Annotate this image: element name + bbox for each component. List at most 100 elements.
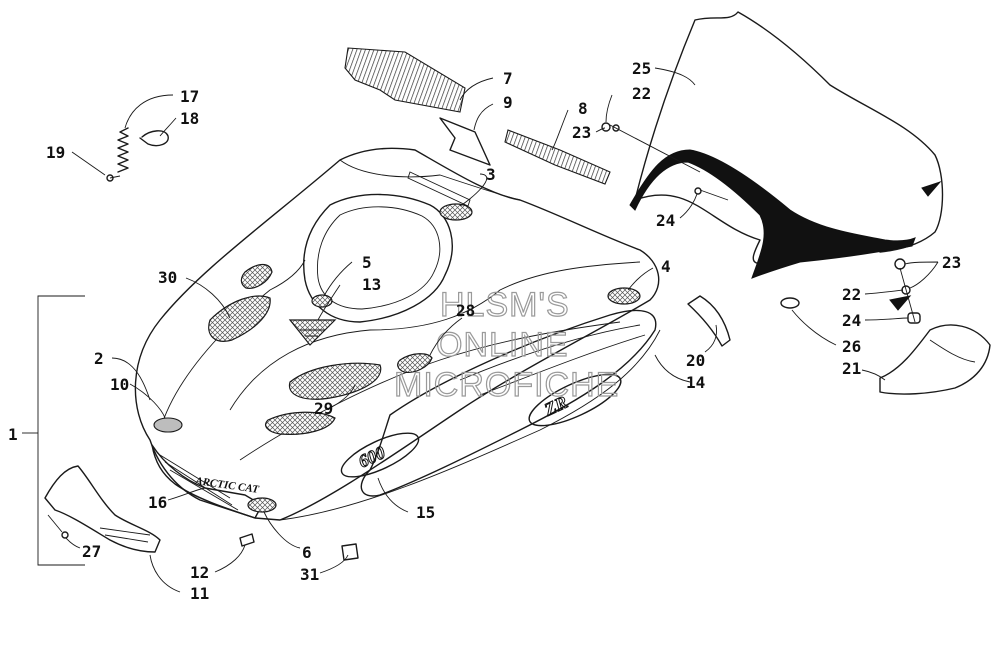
washer-23b bbox=[894, 258, 906, 270]
model-decal-oval bbox=[340, 432, 420, 478]
callout-11: 11 bbox=[190, 584, 209, 603]
callout-30: 30 bbox=[158, 268, 177, 287]
watermark-line-2: ONLINE bbox=[436, 326, 569, 364]
decal-7 bbox=[344, 47, 466, 113]
callout-22a: 22 bbox=[632, 84, 651, 103]
leader-8 bbox=[551, 109, 569, 151]
leader-19 bbox=[71, 151, 106, 176]
brand-decal: ARCTIC CAT bbox=[194, 475, 261, 496]
callout-1: 1 bbox=[8, 425, 18, 444]
screw-shank bbox=[109, 175, 121, 179]
leader-3 bbox=[459, 173, 488, 207]
callouts: 1 2 3 4 5 6 7 8 9 10 11 12 13 14 15 16 1… bbox=[8, 59, 961, 603]
nut-24 bbox=[694, 187, 702, 195]
bracket-1 bbox=[37, 295, 85, 566]
hood-assembly: ARCTIC CAT ZR 600 bbox=[134, 147, 661, 521]
hood-top-slot bbox=[407, 171, 471, 207]
screw-12 bbox=[239, 533, 255, 547]
leader-21 bbox=[861, 369, 886, 381]
side-panel-stripe-2 bbox=[479, 334, 646, 396]
model-decal: 600 bbox=[355, 442, 388, 472]
leader-15 bbox=[377, 477, 409, 513]
callout-8: 8 bbox=[578, 99, 588, 118]
callout-25: 25 bbox=[632, 59, 651, 78]
leader-27 bbox=[65, 537, 81, 549]
watermark-line-1: HLSM'S bbox=[440, 286, 570, 324]
lower-edge-line bbox=[279, 329, 661, 521]
callout-4: 4 bbox=[661, 257, 671, 276]
hood-front-grille bbox=[151, 444, 263, 519]
leader-12 bbox=[214, 544, 246, 573]
leader-9 bbox=[473, 103, 494, 131]
leader-17 bbox=[124, 94, 174, 129]
insert-oval-4 bbox=[607, 287, 641, 305]
part-21 bbox=[879, 324, 991, 395]
callout-23a: 23 bbox=[572, 123, 591, 142]
callout-13: 13 bbox=[362, 275, 381, 294]
insert-oval-5 bbox=[311, 294, 333, 308]
screw-line-upper bbox=[609, 124, 701, 173]
part-20 bbox=[687, 295, 731, 347]
leader-6 bbox=[263, 511, 301, 549]
side-parts bbox=[687, 295, 991, 395]
windshield-trim bbox=[629, 149, 916, 279]
callout-16: 16 bbox=[148, 493, 167, 512]
leader-13 bbox=[317, 284, 341, 321]
front-bumper bbox=[44, 465, 359, 561]
leader-16 bbox=[167, 487, 206, 501]
leader-10 bbox=[129, 383, 166, 419]
callout-20: 20 bbox=[686, 351, 705, 370]
insert-oval-10 bbox=[153, 417, 183, 433]
leader-20 bbox=[704, 324, 717, 353]
screw-23 bbox=[612, 124, 620, 132]
rivet-27 bbox=[61, 531, 69, 539]
hood-left-contour bbox=[159, 259, 306, 431]
callout-19: 19 bbox=[46, 143, 65, 162]
callout-7: 7 bbox=[503, 69, 513, 88]
leader-18 bbox=[159, 117, 177, 137]
washer-22 bbox=[601, 122, 611, 132]
callout-15: 15 bbox=[416, 503, 435, 522]
clip-pin bbox=[139, 130, 169, 147]
grille-slats bbox=[159, 454, 239, 511]
callout-6: 6 bbox=[302, 543, 312, 562]
callout-17: 17 bbox=[180, 87, 199, 106]
leader-lines bbox=[22, 67, 939, 593]
callout-5: 5 bbox=[362, 253, 372, 272]
leader-28 bbox=[429, 317, 463, 356]
callout-21: 21 bbox=[842, 359, 861, 378]
decal-9 bbox=[439, 117, 491, 166]
callout-26: 26 bbox=[842, 337, 861, 356]
callout-24a: 24 bbox=[656, 211, 675, 230]
leader-26 bbox=[791, 309, 837, 346]
leader-31 bbox=[319, 554, 349, 574]
leader-23b bbox=[904, 261, 939, 289]
leader-22a bbox=[605, 94, 613, 123]
bumper-detail bbox=[99, 527, 151, 543]
leader-4 bbox=[627, 267, 654, 291]
callout-9: 9 bbox=[503, 93, 513, 112]
callout-31: 31 bbox=[300, 565, 319, 584]
callout-10: 10 bbox=[110, 375, 129, 394]
insert-oval-6 bbox=[247, 497, 277, 513]
watermark: HLSM'S ONLINE MICROFICHE bbox=[393, 285, 619, 404]
windshield-arrow-decal bbox=[921, 180, 942, 197]
hood-top-ridge bbox=[339, 159, 521, 201]
callout-12: 12 bbox=[190, 563, 209, 582]
callout-3: 3 bbox=[486, 165, 496, 184]
screw-19 bbox=[106, 174, 114, 182]
vent-mesh-right bbox=[397, 353, 433, 373]
callout-14: 14 bbox=[686, 373, 705, 392]
arrow-marker bbox=[889, 295, 912, 311]
windshield bbox=[609, 11, 944, 279]
side-panel-stripe bbox=[459, 324, 641, 381]
watermark-line-3: MICROFICHE bbox=[394, 366, 619, 404]
decal-8 bbox=[504, 129, 611, 185]
spring bbox=[117, 127, 129, 173]
hood-windshield-inner bbox=[316, 206, 441, 310]
vent-mesh-upper-left bbox=[208, 295, 271, 342]
leader-22b bbox=[864, 289, 904, 295]
callout-27: 27 bbox=[82, 542, 101, 561]
insert-oval-3 bbox=[439, 203, 473, 221]
